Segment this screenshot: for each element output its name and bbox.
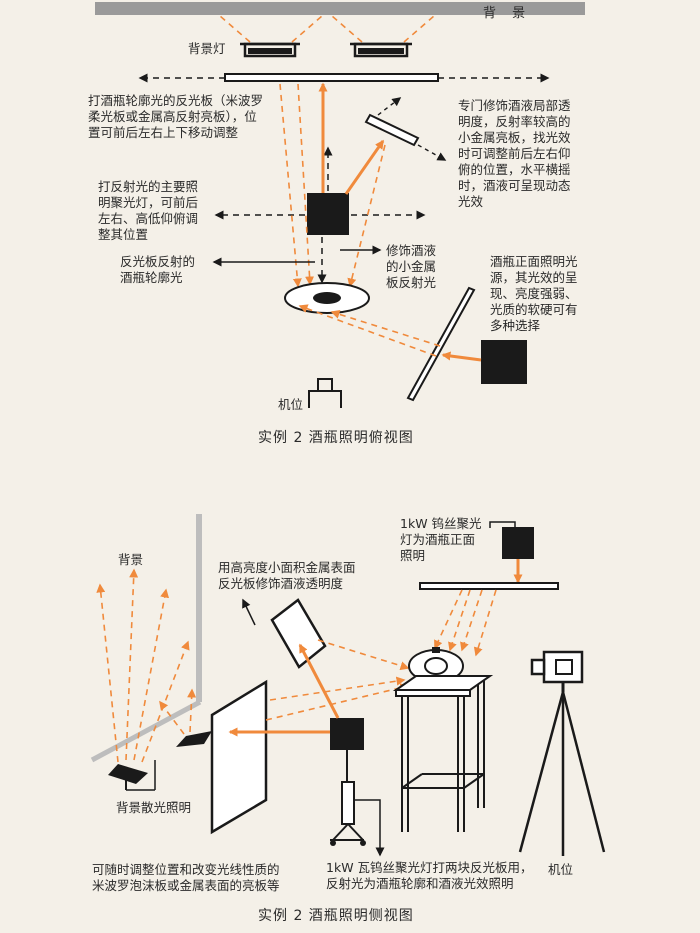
- background-light-rays: [219, 15, 435, 43]
- overhead-diffuser-bar: [419, 582, 559, 590]
- scatter-light-right: [176, 731, 212, 747]
- reflector-note: 打酒瓶轮廓光的反光板（米波罗 柔光板或金属高反射亮板），位 置可前后左右上下移动…: [88, 93, 264, 140]
- scatter-light-left: [108, 760, 156, 791]
- side-background-wall: [196, 514, 202, 702]
- background-light-right: [350, 42, 412, 58]
- overhead-diffuser-rays: [434, 589, 497, 657]
- front-light-note: 酒瓶正面照明光 源，其光效的呈 现、亮度强弱、 光质的软硬可有 多种选择: [490, 254, 578, 333]
- adjust-panel-note: 可随时调整位置和改变光线性质的 米波罗泡沫板或金属表面的亮板等: [92, 862, 280, 893]
- metal-panel-note: 用高亮度小面积金属表面 反光板修饰酒液透明度: [218, 560, 356, 591]
- small-panel-note: 专门修饰酒液局部透 明度，反射率较高的 小金属亮板，找光效 时可调整前后左右仰 …: [458, 98, 571, 209]
- side-background-label: 背景: [118, 552, 144, 567]
- scatter-light-label: 背景散光照明: [116, 800, 192, 815]
- background-light-label: 背景灯: [188, 41, 226, 56]
- small-reflect-note: 修饰酒液 的小金属 板反射光: [386, 243, 437, 290]
- front-light-diffuser: [406, 286, 476, 402]
- camera-top-view: [308, 378, 342, 408]
- top-background-label: 背 景: [483, 6, 532, 21]
- side-camera-label: 机位: [548, 862, 574, 877]
- background-light-left: [240, 42, 300, 58]
- product-table: [392, 675, 494, 832]
- front-light-rays: [298, 304, 441, 357]
- rim-light-note: 反光板反射的 酒瓶轮廓光: [120, 254, 196, 285]
- reflected-rim-light: [279, 83, 386, 288]
- tungsten-spotlight-top: [489, 521, 534, 584]
- bottle-top-view: [284, 282, 370, 314]
- kw-spot-note: 1kW 瓦钨丝聚光灯打两块反光板用， 反射光为酒瓶轮廓和酒液光效照明: [326, 860, 533, 891]
- top-camera-label: 机位: [278, 397, 304, 412]
- side-view-caption: 实例 2 酒瓶照明侧视图: [258, 908, 414, 924]
- metal-reflector-panel: [270, 598, 327, 669]
- small-metal-panel: [364, 113, 420, 147]
- spot-to-panel-ray: [344, 139, 385, 195]
- top-background-strip: [95, 2, 585, 15]
- middle-spotlight-stand: [330, 718, 385, 857]
- main-spot-note: 打反射光的主要照 明聚光灯，可前后 左右、高低仰俯调 整其位置: [98, 179, 199, 242]
- main-spotlight: [307, 193, 349, 235]
- top-view-caption: 实例 2 酒瓶照明俯视图: [258, 430, 414, 446]
- tungsten-spot-note: 1kW 钨丝聚光 灯为酒瓶正面 照明: [400, 516, 482, 563]
- metal-panel-indicator-arrow: [242, 598, 256, 626]
- small-panel-arrow-up: [377, 97, 402, 116]
- small-panel-arrow-down: [417, 144, 447, 161]
- background-scatter-rays: [96, 568, 197, 763]
- side-background-floor: [90, 699, 202, 763]
- camera-side-view: [518, 650, 606, 856]
- top-view-diagram: [95, 2, 585, 408]
- large-reflector-panel: [210, 679, 268, 835]
- middle-spot-to-metal-ray: [298, 643, 340, 719]
- top-reflector-bar: [224, 73, 439, 82]
- front-light-source: [481, 340, 527, 384]
- front-source-ray: [441, 351, 482, 362]
- side-reflected-rays: [265, 639, 410, 721]
- side-view-diagram: [90, 514, 606, 857]
